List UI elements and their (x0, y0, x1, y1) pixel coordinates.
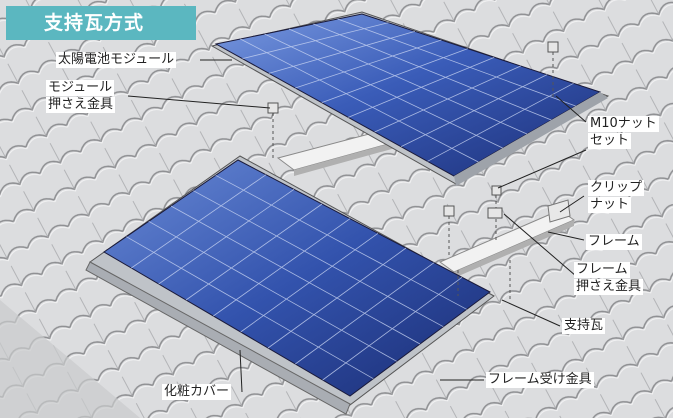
label-frame-receiver: フレーム受け金具 (486, 372, 594, 388)
label-frame: フレーム (586, 234, 642, 250)
lower-solar-panel (85, 155, 495, 415)
label-solar-module: 太陽電池モジュール (56, 52, 177, 68)
panel-cell-line (170, 205, 421, 345)
label-clip-nut-2: ナット (588, 197, 632, 213)
panel-cell-line (240, 233, 379, 333)
panel-cell-line (295, 262, 435, 365)
panel-cell-line (321, 48, 468, 104)
panel-cell-line (215, 174, 467, 310)
panel-cell-line (185, 203, 323, 301)
panel-cell-line (348, 56, 495, 118)
label-clip-nut-1: クリップ (588, 180, 645, 196)
panel-cell-line (126, 236, 374, 380)
panel-cell-line (213, 218, 351, 317)
label-m10-nut-2: セット (588, 133, 632, 149)
label-support-tile: 支持瓦 (562, 318, 606, 334)
panel-cell-line (131, 174, 267, 269)
panel-cell-line (148, 220, 397, 362)
panel-cell-line (267, 247, 407, 349)
label-decorative-cover: 化粧カバー (162, 384, 232, 400)
panel-cell-line (288, 28, 528, 135)
clamp-hardware (267, 41, 559, 300)
upper-solar-panel (210, 11, 610, 186)
panel-cell-line (427, 82, 574, 162)
label-frame-clamp-2: 押さえ金具 (574, 279, 644, 295)
label-module-clamp-1: モジュール (46, 80, 115, 96)
panel-cell-line (295, 39, 442, 89)
panel-cell-line (400, 74, 548, 148)
leader-lines (127, 59, 587, 393)
label-module-clamp-2: 押さえ金具 (46, 97, 116, 113)
label-m10-nut-1: M10ナット (588, 116, 659, 132)
page-title: 支持瓦方式 (6, 6, 196, 40)
roof-edge (0, 300, 140, 418)
panel-cell-line (374, 65, 521, 133)
panel-cell-line (268, 30, 415, 74)
panel-cell-line (242, 22, 389, 60)
panel-cell-line (158, 189, 295, 285)
panel-cell-line (193, 190, 444, 328)
panel-cell-line (264, 33, 503, 149)
panel-cell-line (337, 18, 576, 107)
panel-cell-line (313, 23, 552, 121)
panel-cell-line (322, 277, 463, 381)
label-frame-clamp-1: フレーム (574, 262, 630, 278)
panel-cell-line (240, 38, 479, 163)
